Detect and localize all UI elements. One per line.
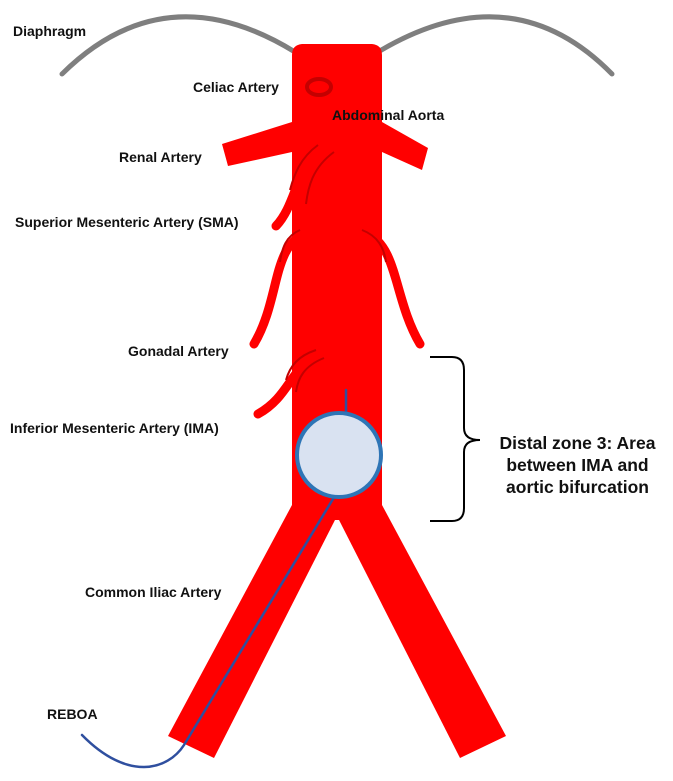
diaphragm-left-arc [62,17,295,74]
gonadal-artery-label: Gonadal Artery [128,344,229,358]
zone-annotation-line-3: aortic bifurcation [490,476,665,498]
reboa-label: REBOA [47,707,98,721]
abdominal-aorta-label: Abdominal Aorta [332,108,444,122]
celiac-artery-label: Celiac Artery [193,80,279,94]
zone-3-bracket [430,357,480,521]
zone-annotation-line-1: Distal zone 3: Area [490,432,665,454]
reboa-balloon [297,413,381,497]
renal-artery-left [222,122,292,166]
zone-annotation-line-2: between IMA and [490,454,665,476]
common-iliac-artery-label: Common Iliac Artery [85,585,221,599]
common-iliac-artery-right [338,505,506,758]
renal-artery-right [382,122,428,170]
sma-label: Superior Mesenteric Artery (SMA) [15,215,239,229]
distal-zone-3-annotation: Distal zone 3: Area between IMA and aort… [490,432,665,498]
diaphragm-label: Diaphragm [13,24,86,38]
renal-artery-label: Renal Artery [119,150,202,164]
diaphragm-right-arc [378,17,612,74]
ima-label: Inferior Mesenteric Artery (IMA) [10,421,219,435]
